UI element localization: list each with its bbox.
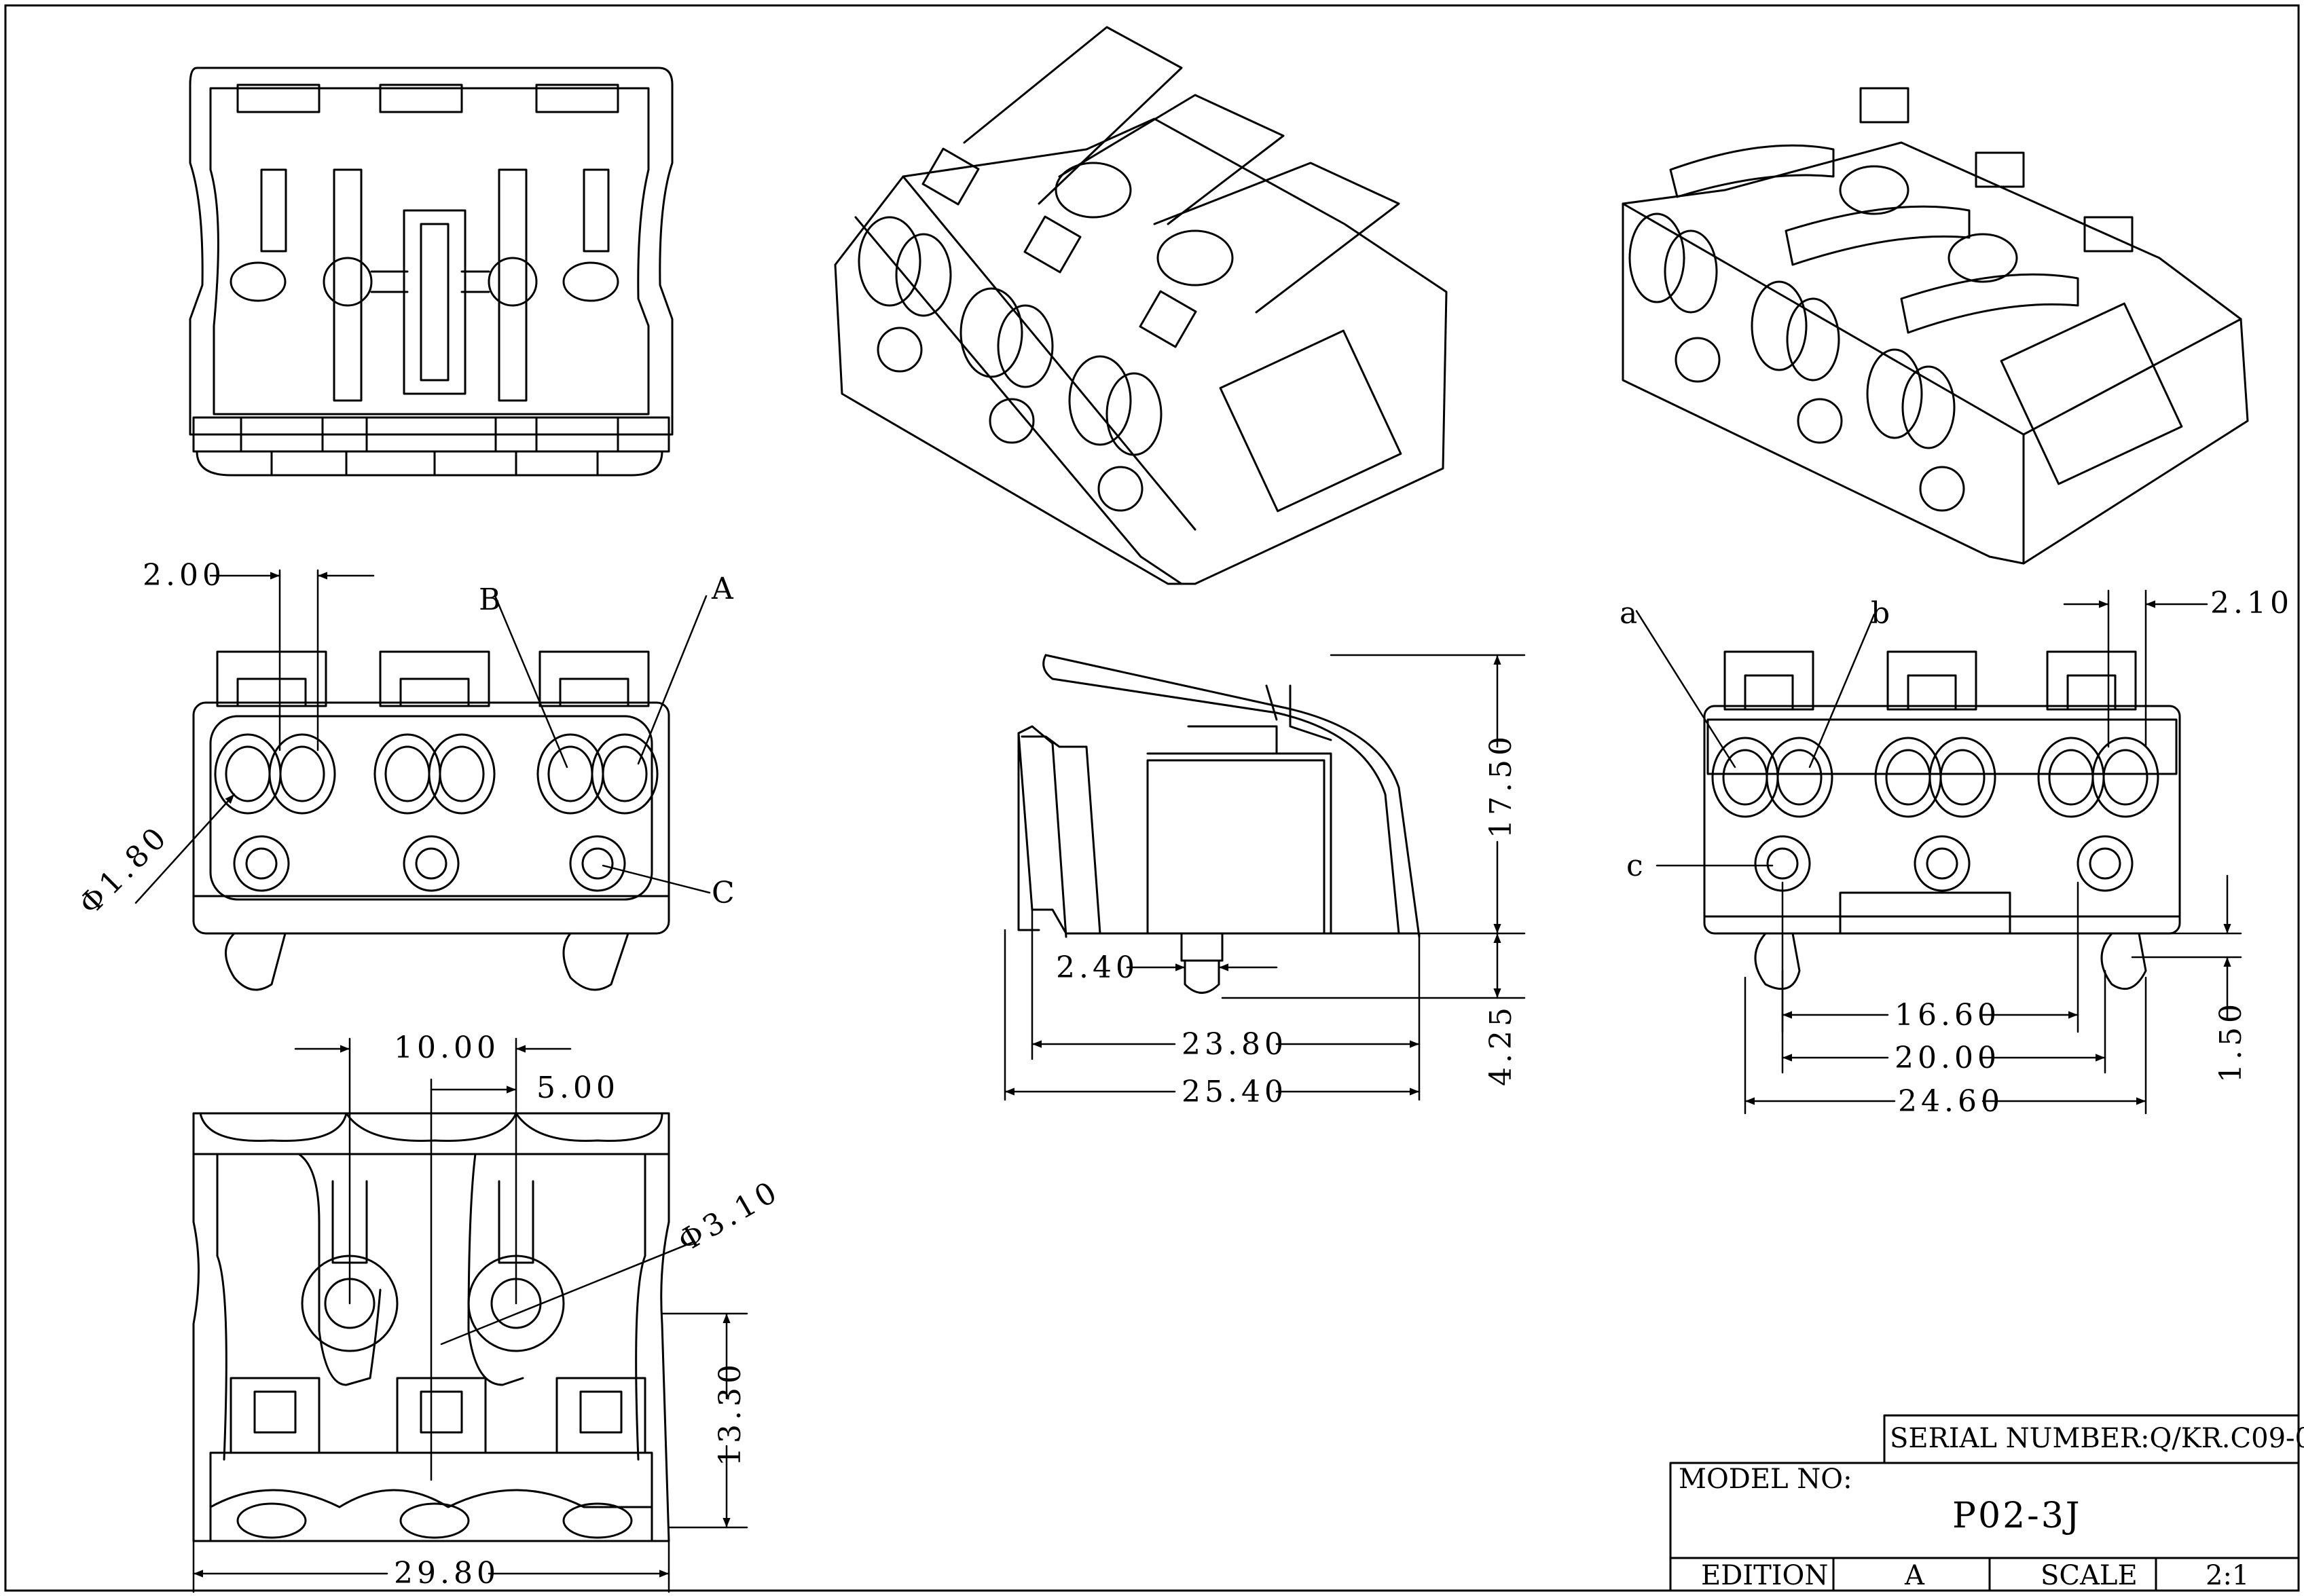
label-A: A	[711, 572, 737, 606]
dim-dia-3-10: Φ3.10	[672, 1173, 786, 1259]
dimension-lines	[134, 569, 2242, 1593]
dim-2-00: 2.00	[143, 558, 225, 593]
dim-13-30: 13.30	[713, 1360, 748, 1466]
scale-value: 2:1	[2206, 1560, 2249, 1591]
end-view	[1703, 650, 2181, 990]
label-b: b	[1871, 596, 1894, 631]
scale-label: SCALE	[2041, 1560, 2138, 1591]
isometric-view-back	[1622, 87, 2249, 565]
top-view	[189, 67, 674, 477]
title-block	[1669, 1414, 2300, 1592]
dim-29-80: 29.80	[394, 1556, 500, 1591]
dim-24-60: 24.60	[1898, 1084, 2004, 1119]
serial-number: SERIAL NUMBER:Q/KR.C09-05-186	[1890, 1423, 2304, 1454]
dim-dia-1-80: Φ1.80	[73, 819, 176, 922]
side-view	[1017, 654, 1421, 994]
label-C: C	[712, 876, 739, 910]
dim-4-25: 4.25	[1484, 1003, 1518, 1086]
front-view	[192, 650, 670, 991]
label-c: c	[1626, 849, 1647, 883]
dim-2-40: 2.40	[1056, 950, 1139, 985]
label-a: a	[1620, 596, 1641, 631]
dim-1-50: 1.50	[2214, 1000, 2248, 1083]
edition-label: EDITION	[1701, 1560, 1828, 1591]
model-no-label: MODEL NO:	[1679, 1464, 1852, 1495]
model-no-value: P02-3J	[1952, 1496, 2082, 1536]
dim-20-00: 20.00	[1895, 1041, 2000, 1075]
edition-value: A	[1904, 1560, 1925, 1591]
dim-2-10: 2.10	[2210, 586, 2293, 620]
dim-25-40: 25.40	[1182, 1075, 1287, 1109]
dim-23-80: 23.80	[1182, 1027, 1287, 1062]
sheet-border	[4, 4, 2300, 1592]
isometric-view-front	[834, 26, 1448, 585]
label-B: B	[479, 582, 505, 617]
dim-5-00: 5.00	[536, 1071, 619, 1105]
dim-10-00: 10.00	[394, 1031, 500, 1065]
dim-16-60: 16.60	[1895, 998, 2000, 1033]
title-block-texts: SERIAL NUMBER:Q/KR.C09-05-186 MODEL NO: …	[1679, 1423, 2304, 1591]
dim-17-50: 17.50	[1484, 732, 1518, 838]
